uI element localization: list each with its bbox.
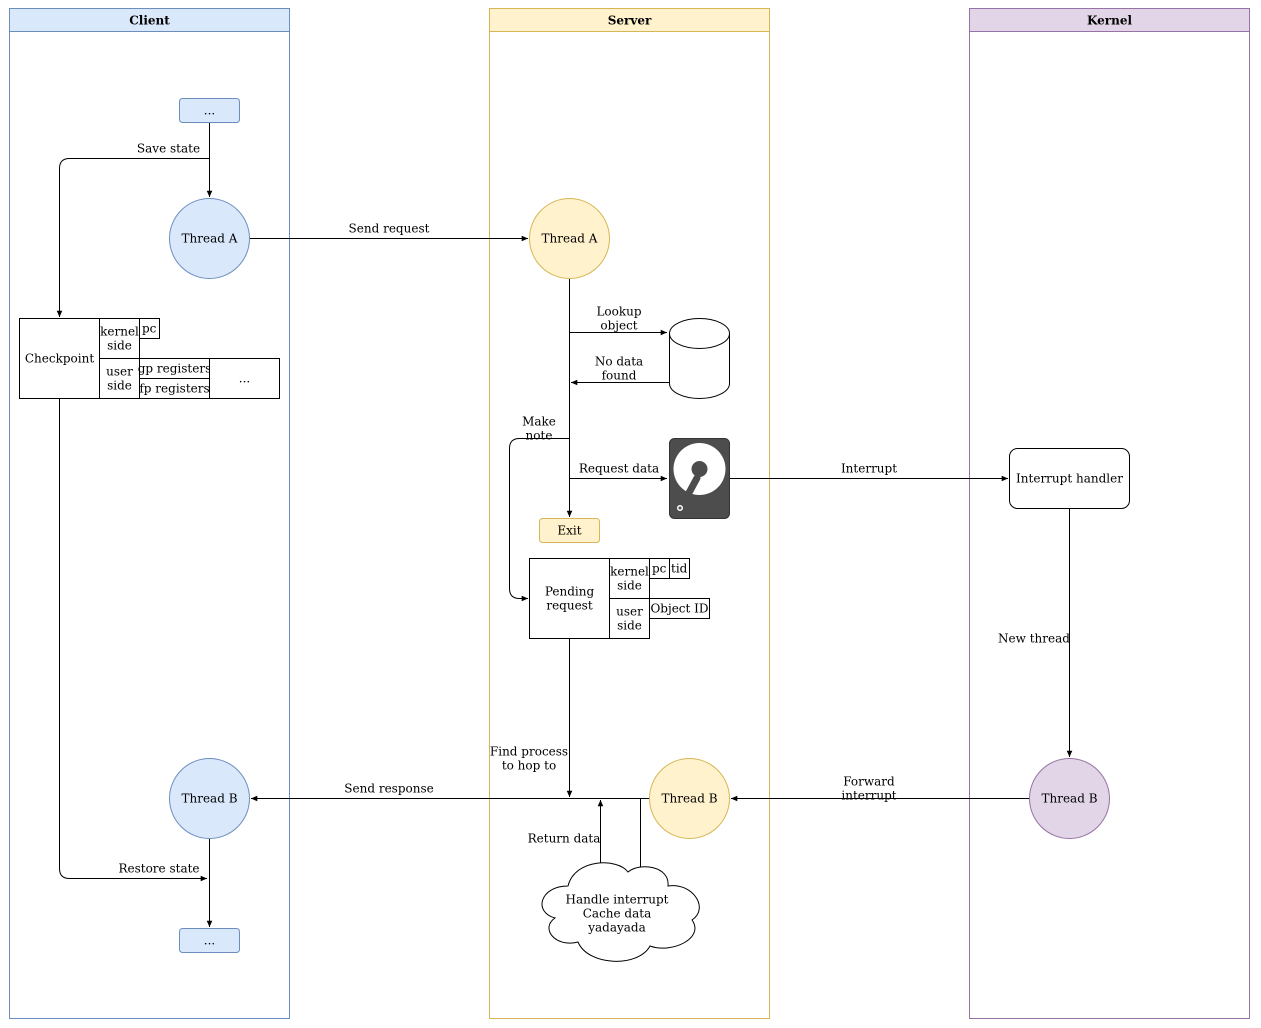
pending-title-1: Pending	[545, 585, 595, 599]
edges	[56, 122, 1073, 927]
checkpoint-more: ...	[239, 372, 250, 386]
label-interrupt: Interrupt	[841, 462, 897, 476]
pending-pc: pc	[652, 562, 667, 576]
lane-kernel-title: Kernel	[1087, 14, 1132, 28]
pending-object-id: Object ID	[650, 602, 708, 616]
pending-user-side-2: side	[617, 619, 642, 633]
lane-client: Client	[9, 8, 290, 1019]
label-no-data-2: found	[602, 369, 637, 383]
client-thread-b[interactable]: Thread B	[169, 758, 250, 839]
kernel-thread-b[interactable]: Thread B	[1029, 758, 1110, 839]
cloud-line-3: yadayada	[587, 921, 646, 935]
checkpoint-kernel-side-2: side	[107, 339, 132, 353]
label-make-note-2: note	[526, 429, 553, 443]
label-forward-interrupt-2: interrupt	[841, 789, 896, 803]
client-bottom-box-label: ...	[204, 934, 215, 948]
label-no-data-1: No data	[595, 355, 643, 369]
pending-kernel-side-1: kernel	[610, 565, 649, 579]
label-lookup-object-2: object	[600, 319, 637, 333]
label-restore-state: Restore state	[118, 862, 199, 876]
cloud-shape: Handle interrupt Cache data yadayada	[541, 862, 700, 962]
checkpoint-pc: pc	[142, 322, 157, 336]
checkpoint-user-side-2: side	[107, 379, 132, 393]
kernel-thread-b-label: Thread B	[1041, 792, 1097, 806]
server-thread-a-label: Thread A	[542, 232, 598, 246]
lane-client-title: Client	[129, 14, 170, 28]
label-lookup-object-1: Lookup	[596, 305, 641, 319]
pending-tid: tid	[671, 562, 688, 576]
label-send-request: Send request	[349, 222, 430, 236]
pending-kernel-side-2: side	[617, 579, 642, 593]
pending-request-table: Pending request kernel side user side pc…	[529, 558, 710, 639]
exit-box[interactable]: Exit	[539, 518, 600, 543]
lane-kernel: Kernel	[969, 8, 1250, 1019]
client-thread-b-label: Thread B	[181, 792, 237, 806]
client-thread-a-label: Thread A	[182, 232, 238, 246]
label-return-data: Return data	[528, 832, 601, 846]
edge-make-note	[509, 438, 570, 602]
checkpoint-user-side-1: user	[106, 365, 133, 379]
edge-restore-state	[59, 398, 207, 882]
checkpoint-kernel-side-1: kernel	[100, 325, 139, 339]
server-thread-b[interactable]: Thread B	[649, 758, 730, 839]
edge-save-state	[56, 158, 210, 317]
cloud-line-2: Cache data	[583, 907, 652, 921]
label-make-note-1: Make	[522, 415, 556, 429]
client-thread-a[interactable]: Thread A	[169, 198, 250, 279]
client-top-box[interactable]: ...	[179, 98, 240, 123]
checkpoint-table: Checkpoint kernel side user side pc gp r…	[19, 318, 280, 399]
pending-title-2: request	[546, 599, 593, 613]
checkpoint-title: Checkpoint	[25, 352, 94, 366]
client-top-box-label: ...	[204, 104, 215, 118]
server-thread-a[interactable]: Thread A	[529, 198, 610, 279]
label-find-process-1: Find process	[490, 745, 568, 759]
interrupt-handler-box[interactable]: Interrupt handler	[1009, 448, 1130, 509]
label-new-thread: New thread	[998, 632, 1070, 646]
exit-label: Exit	[557, 524, 581, 538]
pending-user-side-1: user	[616, 605, 643, 619]
label-request-data: Request data	[579, 462, 659, 476]
label-find-process-2: to hop to	[502, 759, 556, 773]
database-icon	[669, 318, 730, 399]
label-send-response: Send response	[344, 782, 433, 796]
lane-server-title: Server	[608, 14, 652, 28]
server-thread-b-label: Thread B	[661, 792, 717, 806]
label-forward-interrupt-1: Forward	[843, 775, 895, 789]
checkpoint-fp-registers: fp registers	[139, 382, 209, 396]
interrupt-handler-label: Interrupt handler	[1016, 472, 1123, 486]
checkpoint-gp-registers: gp registers	[138, 362, 212, 376]
client-bottom-box[interactable]: ...	[179, 928, 240, 953]
edge-labels: Save state Send request Lookup object No…	[118, 142, 1070, 876]
cloud-line-1: Handle interrupt	[566, 893, 669, 907]
label-save-state: Save state	[137, 142, 200, 156]
hard-disk-icon	[669, 438, 730, 519]
